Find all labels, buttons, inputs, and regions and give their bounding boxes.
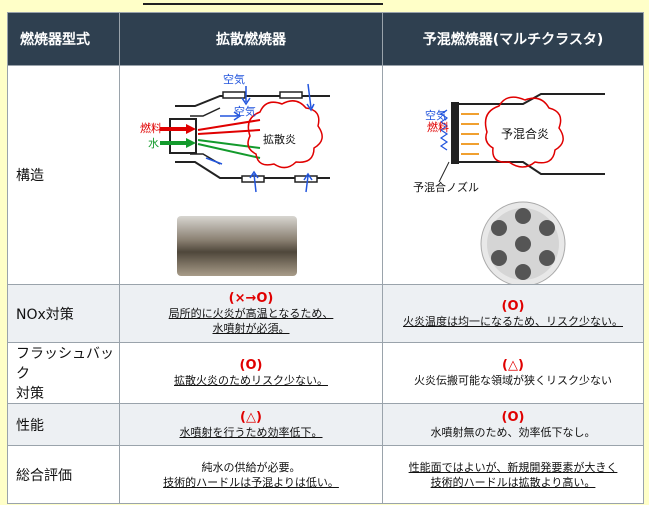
overall-premixed-text-2: 技術的ハードルは拡散より高い。 <box>430 475 596 489</box>
row-label-flashback-line1: フラッシュバック <box>16 346 114 382</box>
diffusion-combustor-photo <box>177 216 297 276</box>
performance-diffusion-mark: (△) <box>240 409 262 425</box>
overall-premixed-text-1: 性能面ではよいが、新規開発要素が大きく <box>408 460 618 474</box>
premixed-diagram-drawing <box>438 93 605 284</box>
diffusion-fuel-label: 燃料 <box>140 122 162 135</box>
premixed-fuel-label: 燃料 <box>427 121 449 134</box>
performance-premixed-mark: (O) <box>501 409 525 425</box>
row-label-flashback-line2: 対策 <box>16 386 44 402</box>
header-row: 燃焼器型式 拡散燃焼器 予混燃焼器(マルチクラスタ) <box>7 12 644 66</box>
flashback-premixed-cell: (△) 火炎伝搬可能な領域が狭くリスク少ない <box>382 342 644 404</box>
nox-diffusion-text-1: 局所的に火炎が高温となるため、 <box>168 307 334 320</box>
diffusion-diagram-drawing <box>160 83 330 193</box>
diffusion-water-label: 水 <box>148 137 159 150</box>
overall-diffusion-text-2: 技術的ハードルは予混よりは低い。 <box>163 475 339 489</box>
flashback-diffusion-text-1: 拡散火炎のためリスク少ない。 <box>174 374 328 387</box>
header-diffusion: 拡散燃焼器 <box>119 12 383 66</box>
nox-diffusion-mark: (×→O) <box>228 291 274 306</box>
nox-premixed-text-1: 火炎温度は均一になるため、リスク少ない。 <box>403 314 623 328</box>
nox-diffusion-text-2: 水噴射が必須。 <box>212 322 290 335</box>
premixed-flame-label: 予混合炎 <box>501 127 550 141</box>
row-performance: 性能 (△) 水噴射を行うため効率低下。 (O) 水噴射無のため、効率低下なし。 <box>7 403 644 446</box>
premixed-air-label: 空気 <box>425 109 447 122</box>
nox-premixed-mark: (O) <box>501 298 525 314</box>
row-structure: 構造 <box>7 65 644 285</box>
row-label-flashback: フラッシュバック 対策 <box>7 342 120 404</box>
header-combustor-type: 燃焼器型式 <box>7 12 120 66</box>
nox-diffusion-cell: (×→O) 局所的に火炎が高温となるため、 水噴射が必須。 <box>119 284 383 343</box>
header-premixed: 予混燃焼器(マルチクラスタ) <box>382 12 644 66</box>
row-label-overall: 総合評価 <box>7 445 120 504</box>
structure-diffusion-cell: 空気 空気 燃料 水 拡散炎 <box>119 65 383 285</box>
performance-premixed-cell: (O) 水噴射無のため、効率低下なし。 <box>382 403 644 446</box>
combustor-comparison-table: 燃焼器型式 拡散燃焼器 予混燃焼器(マルチクラスタ) 構造 <box>7 12 644 504</box>
title-underline <box>143 3 383 5</box>
diffusion-combustor-diagram: 空気 空気 燃料 水 拡散炎 <box>120 66 382 284</box>
performance-diffusion-text-1: 水噴射を行うため効率低下。 <box>179 425 323 439</box>
row-label-performance: 性能 <box>7 403 120 446</box>
row-label-nox: NOx対策 <box>7 284 120 343</box>
diffusion-flame-label: 拡散炎 <box>263 133 296 146</box>
premixed-nozzle-label: 予混合ノズル <box>413 181 479 194</box>
performance-diffusion-cell: (△) 水噴射を行うため効率低下。 <box>119 403 383 446</box>
overall-diffusion-cell: 純水の供給が必要。 技術的ハードルは予混よりは低い。 <box>119 445 383 504</box>
flashback-premixed-mark: (△) <box>502 358 524 373</box>
performance-premixed-text-1: 水噴射無のため、効率低下なし。 <box>430 425 596 439</box>
flashback-diffusion-cell: (O) 拡散火炎のためリスク少ない。 <box>119 342 383 404</box>
flashback-diffusion-mark: (O) <box>239 358 263 373</box>
diffusion-air-label-top: 空気 <box>223 73 245 86</box>
premixed-combustor-diagram: 空気 燃料 予混合炎 予混合ノズル <box>383 66 643 284</box>
row-flashback: フラッシュバック 対策 (O) 拡散火炎のためリスク少ない。 (△) 火炎伝搬可… <box>7 342 644 404</box>
overall-premixed-cell: 性能面ではよいが、新規開発要素が大きく 技術的ハードルは拡散より高い。 <box>382 445 644 504</box>
nox-premixed-cell: (O) 火炎温度は均一になるため、リスク少ない。 <box>382 284 644 343</box>
row-nox: NOx対策 (×→O) 局所的に火炎が高温となるため、 水噴射が必須。 (O) … <box>7 284 644 343</box>
row-label-structure: 構造 <box>7 65 120 285</box>
overall-diffusion-text-1: 純水の供給が必要。 <box>201 460 301 474</box>
diffusion-air-label-mid: 空気 <box>234 105 256 118</box>
row-overall: 総合評価 純水の供給が必要。 技術的ハードルは予混よりは低い。 性能面ではよいが… <box>7 445 644 504</box>
flashback-premixed-text-1: 火炎伝搬可能な領域が狭くリスク少ない <box>414 374 612 387</box>
structure-premixed-cell: 空気 燃料 予混合炎 予混合ノズル <box>382 65 644 285</box>
